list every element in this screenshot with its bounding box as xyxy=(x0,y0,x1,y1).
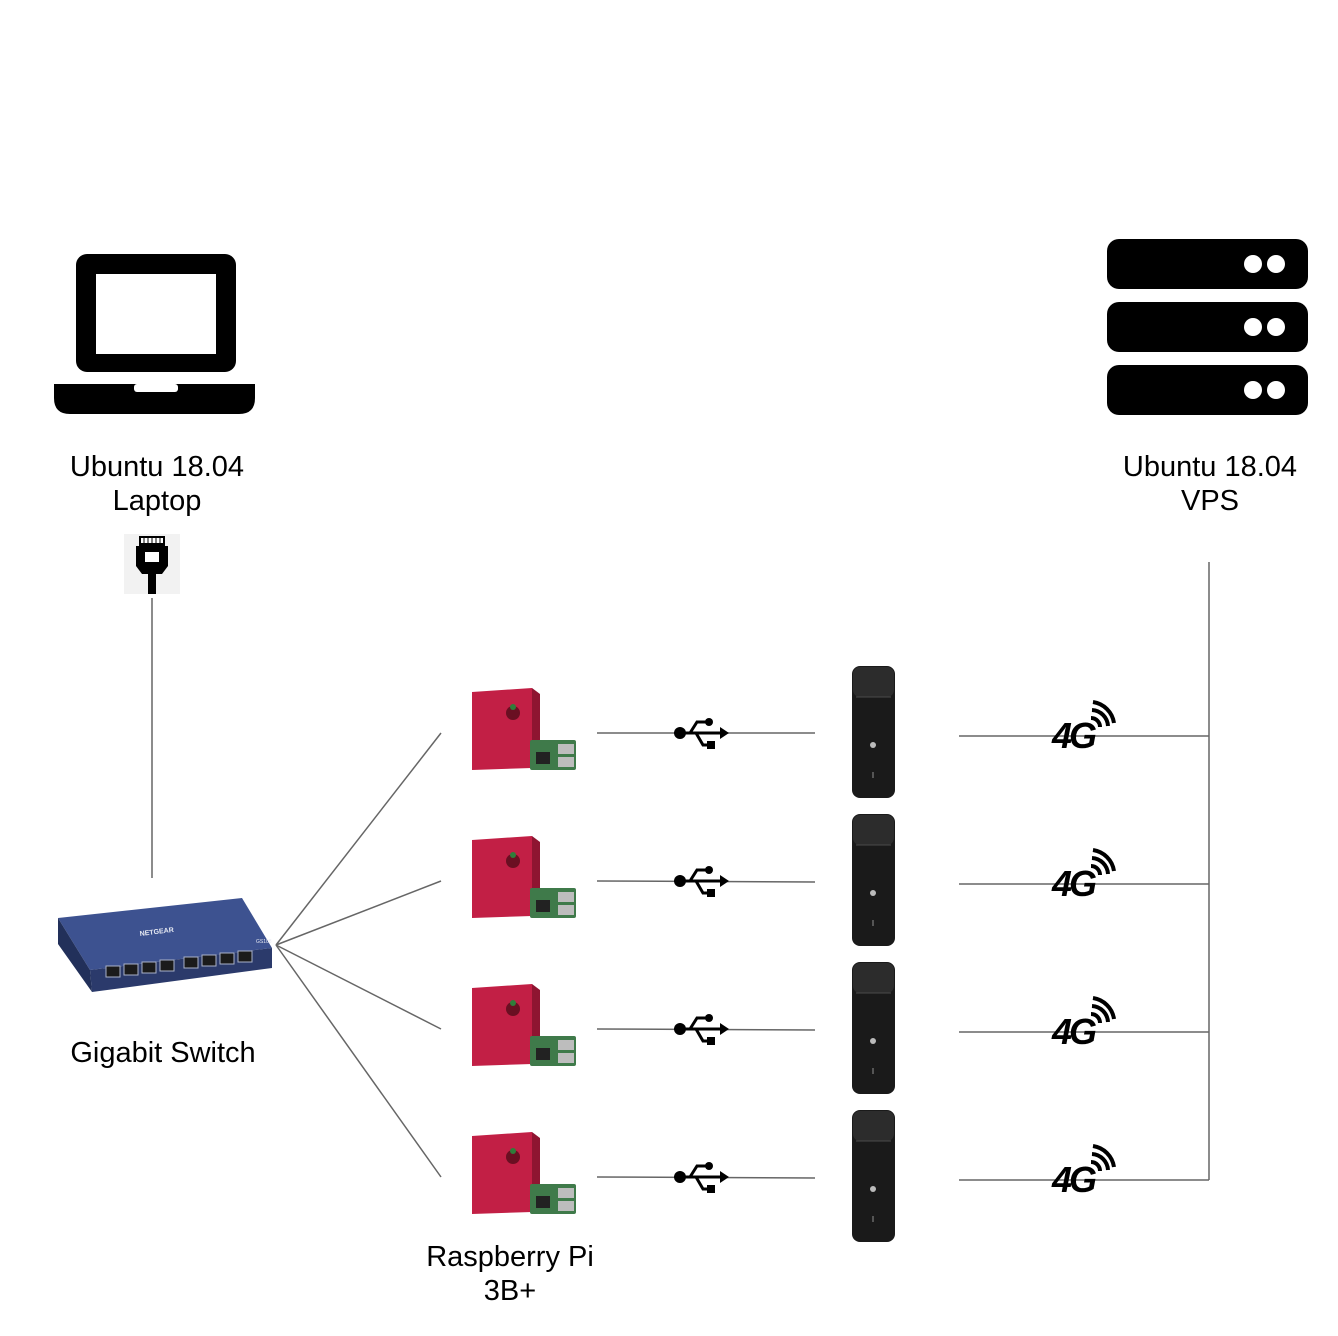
4g-text: 4G xyxy=(1051,863,1096,904)
raspberry-pi-label: Raspberry Pi 3B+ xyxy=(385,1240,635,1308)
usb-icon xyxy=(674,866,729,897)
switch-to-pi-line-3 xyxy=(275,944,442,1030)
ethernet-plug-icon xyxy=(124,534,180,594)
usb-4g-modem-icon xyxy=(852,814,895,946)
vps-label-line1: Ubuntu 18.04 xyxy=(1122,451,1298,483)
switch-brand-text: NETGEAR xyxy=(139,927,174,938)
usb-4g-modem-icon xyxy=(852,666,895,798)
laptop-label-line2: Laptop xyxy=(112,485,202,517)
raspberry-pi-box-icon xyxy=(472,836,576,918)
laptop-icon xyxy=(54,254,255,414)
raspberry-pi-box-icon xyxy=(472,984,576,1066)
usb-icon xyxy=(674,1162,729,1193)
switch-to-pi-line-2 xyxy=(275,880,442,946)
usb-icon xyxy=(674,718,729,749)
4g-text: 4G xyxy=(1051,715,1096,756)
usb-4g-modem-icon xyxy=(852,1110,895,1242)
4g-signal-icon: 4G xyxy=(1051,848,1116,904)
vps-label-line2: VPS xyxy=(1180,485,1240,517)
4g-signal-icon: 4G xyxy=(1051,700,1116,756)
laptop-label: Ubuntu 18.04 Laptop xyxy=(30,450,284,518)
vps-label: Ubuntu 18.04 VPS xyxy=(1083,450,1337,518)
4g-signal-icon: 4G xyxy=(1051,1144,1116,1200)
switch-model-text: GS108 xyxy=(256,939,272,945)
raspberry-pi-label-line1: Raspberry Pi xyxy=(426,1241,594,1273)
connection-lines xyxy=(151,562,1210,1181)
raspberry-pi-label-line2: 3B+ xyxy=(483,1275,537,1307)
switch-to-pi-line-4 xyxy=(275,944,442,1178)
raspberry-pi-box-icon xyxy=(472,1132,576,1214)
4g-text: 4G xyxy=(1051,1011,1096,1052)
usb-icon xyxy=(674,1014,729,1045)
server-stack-icon xyxy=(1107,239,1308,415)
4g-text: 4G xyxy=(1051,1159,1096,1200)
raspberry-pi-box-icon xyxy=(472,688,576,770)
switch-label: Gigabit Switch xyxy=(40,1036,286,1070)
network-switch-icon: NETGEAR GS108 xyxy=(58,898,272,992)
switch-label-text: Gigabit Switch xyxy=(70,1037,256,1069)
4g-signal-icon: 4G xyxy=(1051,996,1116,1052)
usb-4g-modem-icon xyxy=(852,962,895,1094)
laptop-label-line1: Ubuntu 18.04 xyxy=(69,451,245,483)
switch-to-pi-line-1 xyxy=(275,732,442,946)
